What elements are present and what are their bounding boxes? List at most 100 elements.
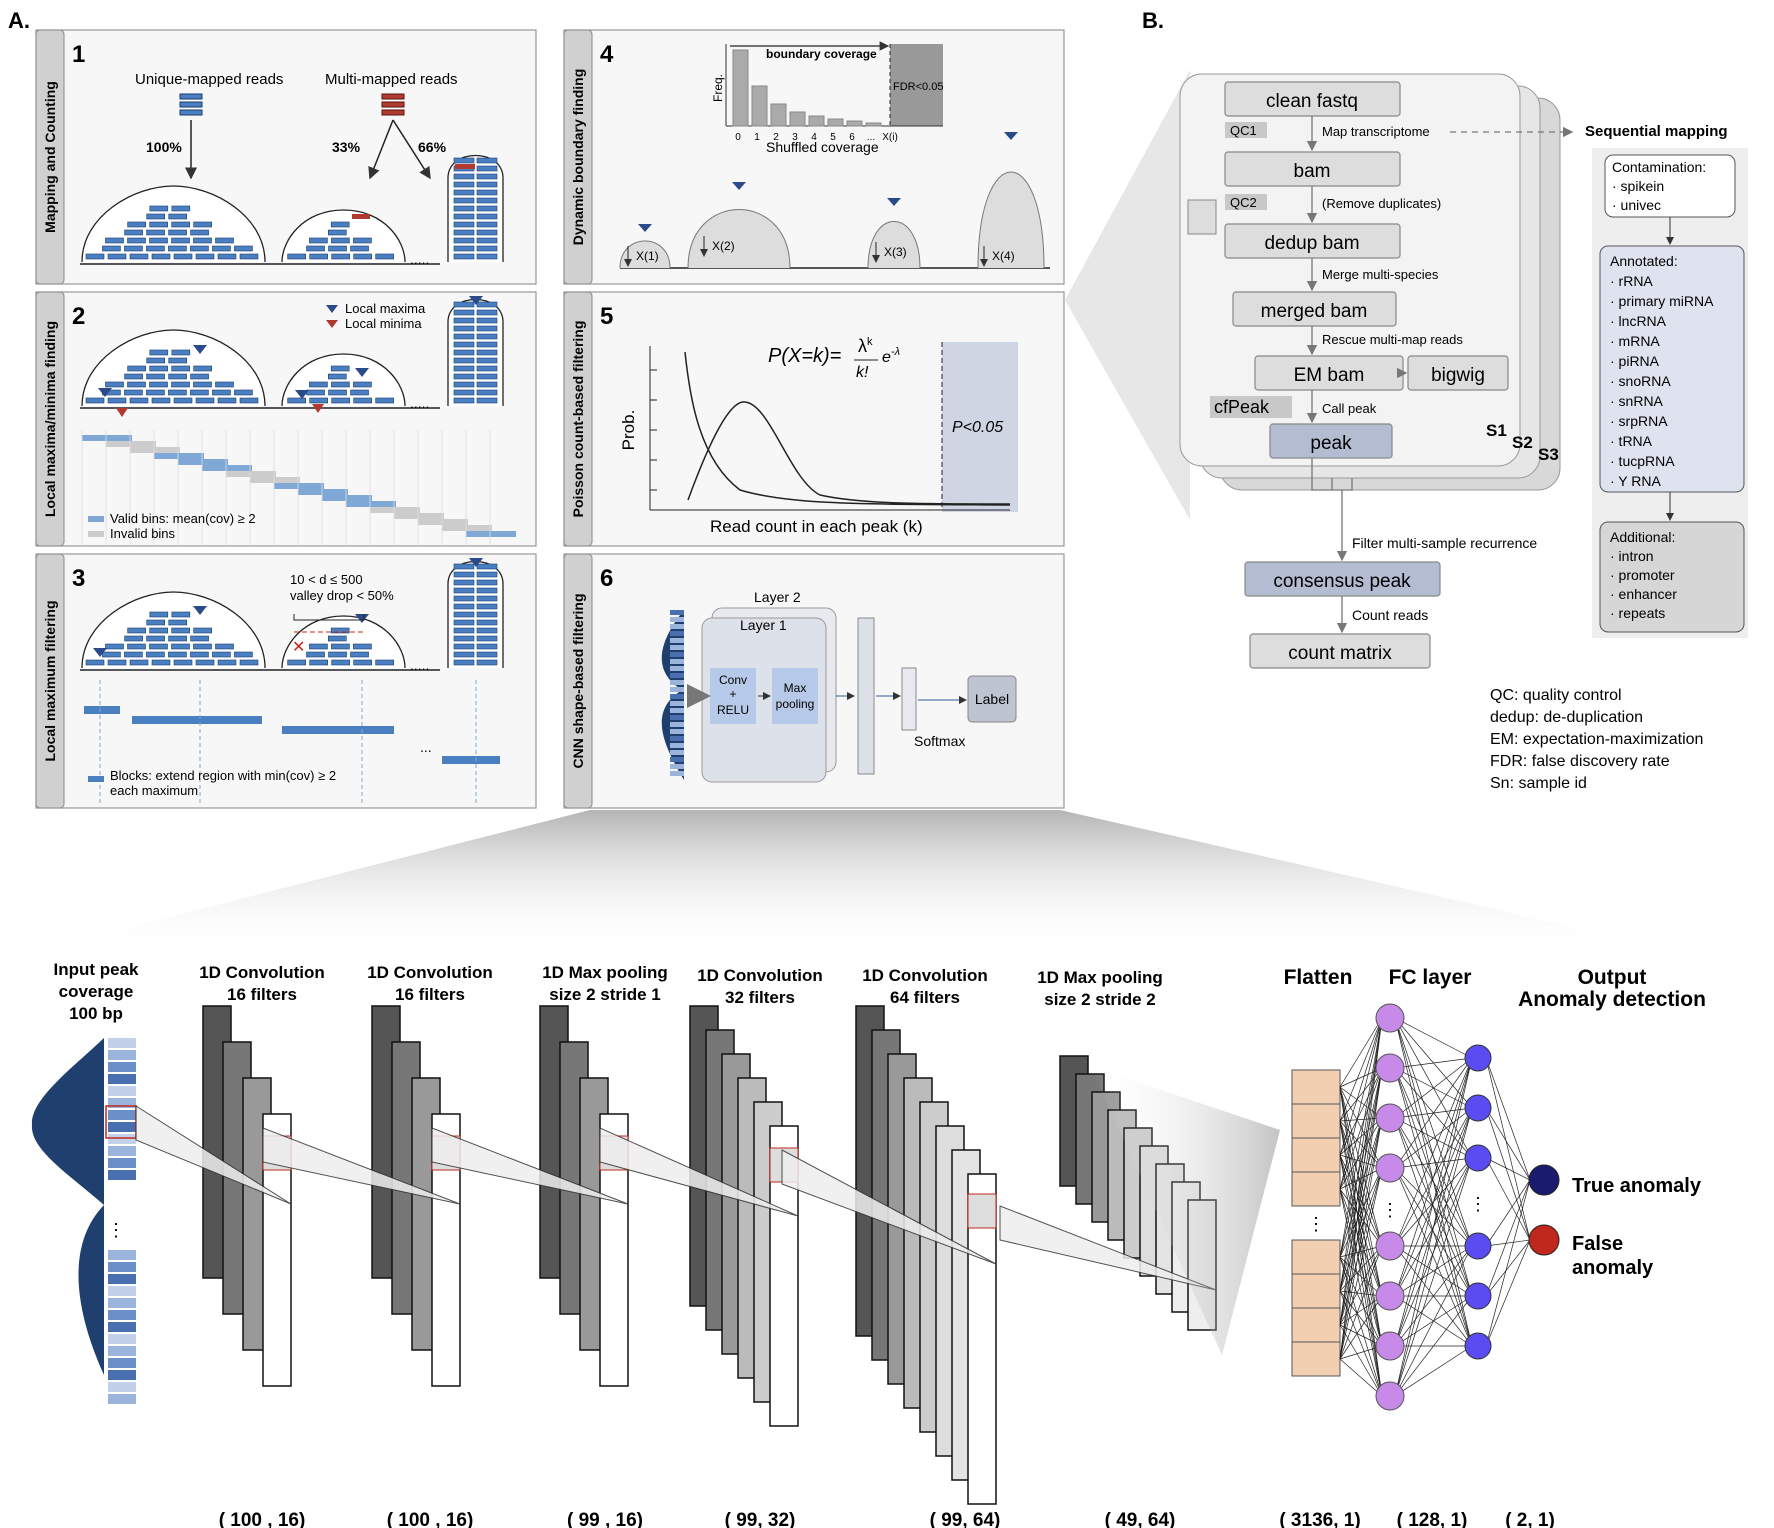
list-item: · piRNA xyxy=(1610,353,1660,369)
read xyxy=(146,651,165,658)
read xyxy=(453,611,475,618)
bin xyxy=(322,495,372,501)
input-cell xyxy=(670,715,684,720)
input-cell xyxy=(670,743,684,748)
cnn-column-title: 1D Convolution xyxy=(367,963,493,982)
read xyxy=(127,627,146,634)
pct-33: 33% xyxy=(332,139,361,155)
read xyxy=(168,651,187,658)
boundary-x-label: X(4) xyxy=(992,249,1015,263)
read xyxy=(331,381,350,388)
panel-num-1: 1 xyxy=(72,41,85,68)
read xyxy=(212,651,231,658)
read xyxy=(453,181,475,188)
bin xyxy=(298,489,348,495)
cnn-column-title: 32 filters xyxy=(725,988,795,1007)
read xyxy=(476,165,498,172)
read xyxy=(217,659,237,666)
local-minima-legend: Local minima xyxy=(345,316,422,331)
filter-markers: ✕ xyxy=(292,614,365,656)
histogram-bar xyxy=(732,49,749,127)
projection-wedge xyxy=(262,1127,461,1205)
node-clean-fastq: clean fastq xyxy=(1266,91,1358,112)
read xyxy=(193,365,212,372)
cnn-column-title: Input peak xyxy=(53,960,139,979)
input-cell xyxy=(670,666,684,671)
read xyxy=(453,325,475,332)
read xyxy=(107,253,127,260)
boundary-coverage-label: boundary coverage xyxy=(766,47,877,61)
read xyxy=(453,205,475,212)
read xyxy=(149,237,168,244)
read xyxy=(124,635,143,642)
zoom-wedge-b xyxy=(1065,70,1190,520)
read xyxy=(173,397,193,404)
local-maximum-marker xyxy=(355,368,369,377)
cnn-column-title: coverage xyxy=(59,982,134,1001)
receptive-field xyxy=(1187,199,1217,235)
read xyxy=(309,397,328,404)
cnn-column-title: Anomaly detection xyxy=(1518,988,1706,1011)
block-legend-icon xyxy=(88,776,104,782)
cnn-column-title: 1D Max pooling xyxy=(1037,968,1163,987)
input-cell xyxy=(670,722,684,727)
read xyxy=(129,397,149,404)
read xyxy=(212,389,231,396)
prob-label: Prob. xyxy=(619,410,638,451)
arrow-33 xyxy=(368,119,394,180)
input-cell xyxy=(670,638,684,643)
edge-merge-multi-species: Merge multi-species xyxy=(1322,267,1439,282)
blocks-label-1: Blocks: extend region with min(cov) ≥ 2 xyxy=(110,768,336,783)
read xyxy=(476,157,498,164)
fc-node xyxy=(1375,1053,1405,1083)
read xyxy=(453,587,475,594)
read xyxy=(171,611,191,618)
cnn-column-title: 1D Convolution xyxy=(697,966,823,985)
read xyxy=(146,373,165,380)
svg-text:...: ... xyxy=(420,739,432,755)
sequential-mapping-title: Sequential mapping xyxy=(1585,123,1728,140)
edge-call-peak: Call peak xyxy=(1322,401,1377,416)
read xyxy=(146,619,166,626)
read xyxy=(146,357,166,364)
svg-text:⋮: ⋮ xyxy=(107,1220,125,1240)
read xyxy=(168,635,187,642)
read xyxy=(171,237,190,244)
read xyxy=(476,563,498,570)
read xyxy=(85,659,105,666)
read xyxy=(476,397,498,404)
fc-node xyxy=(1375,1281,1405,1311)
read xyxy=(215,643,234,650)
read xyxy=(151,253,171,260)
cnn-column-title: 1D Max pooling xyxy=(542,963,668,982)
read xyxy=(190,245,209,252)
block xyxy=(132,716,262,724)
pipeline-arrows xyxy=(1306,116,1574,634)
softmax-label: Softmax xyxy=(914,733,965,749)
pct-100: 100% xyxy=(146,139,182,155)
output-shape-label: ( 99, 64) xyxy=(930,1510,1001,1528)
cnn-column-title: size 2 stride 2 xyxy=(1044,990,1156,1009)
bin xyxy=(466,531,516,537)
read xyxy=(476,619,498,626)
bin xyxy=(226,471,276,477)
node-peak: peak xyxy=(1310,433,1352,454)
read xyxy=(375,397,394,404)
read xyxy=(239,253,259,260)
flatten-wedge xyxy=(1090,1066,1280,1355)
input-coverage-curve xyxy=(31,1038,104,1375)
output-shape-label: ( 128, 1) xyxy=(1397,1510,1468,1528)
hidden-node xyxy=(1464,1044,1492,1072)
projection-wedge xyxy=(599,1127,799,1217)
coverage-profile-2: ..... xyxy=(80,296,504,417)
output-shape-label: ( 3136, 1) xyxy=(1279,1510,1360,1528)
input-cell xyxy=(670,687,684,692)
read xyxy=(453,643,475,650)
local-minima-legend-icon xyxy=(326,320,338,328)
layer-2-label: Layer 2 xyxy=(754,589,801,605)
node-merged-bam: merged bam xyxy=(1261,301,1368,322)
bin xyxy=(178,459,228,465)
cnn-column-title: 1D Convolution xyxy=(862,966,988,985)
read xyxy=(168,213,188,220)
